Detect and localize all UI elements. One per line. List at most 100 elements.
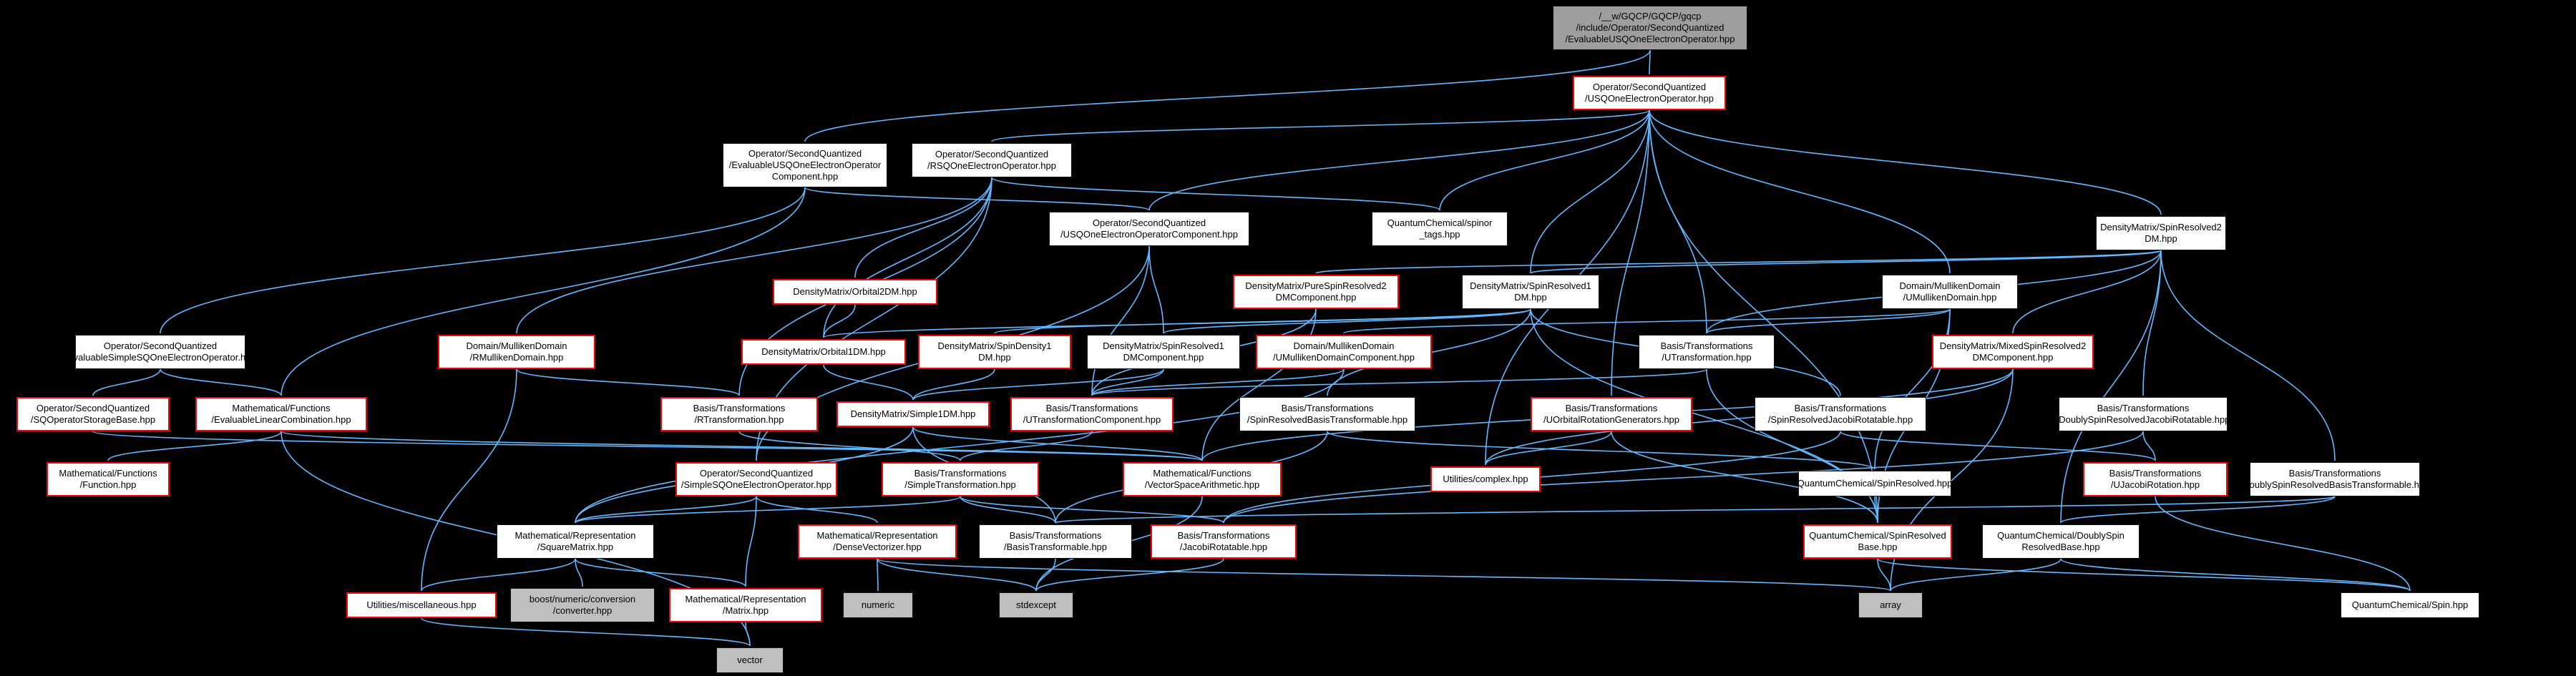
graph-node-orb1dm[interactable]: DensityMatrix/Orbital1DM.hpp [741, 339, 906, 365]
graph-node-simplesq[interactable]: Operator/SecondQuantized/SimpleSQOneElec… [675, 462, 837, 496]
graph-node-uorg[interactable]: Basis/Transformations/UOrbitalRotationGe… [1531, 397, 1692, 431]
graph-node-label: boost/numeric/conversion [529, 594, 636, 604]
graph-node-func[interactable]: Mathematical/Functions/Function.hpp [47, 462, 170, 496]
graph-node-label: /UMullikenDomain.hpp [1903, 292, 1997, 303]
graph-node-rtrans[interactable]: Basis/Transformations/RTransformation.hp… [660, 397, 818, 431]
graph-node-rmd[interactable]: Domain/MullikenDomain/RMullikenDomain.hp… [438, 335, 595, 369]
graph-node-sqm[interactable]: Mathematical/Representation/SquareMatrix… [497, 524, 654, 559]
graph-node-label: Basis/Transformations [1009, 530, 1102, 541]
graph-node-rsq[interactable]: Operator/SecondQuantized/RSQOneElectronO… [912, 143, 1072, 177]
graph-node-simpletr[interactable]: Basis/Transformations/SimpleTransformati… [882, 462, 1039, 496]
include-edge-usq-to-spinor_tags [1439, 109, 1650, 211]
graph-node-srbt[interactable]: Basis/Transformations/SpinResolvedBasisT… [1239, 397, 1415, 431]
include-edge-srq-to-srb [1874, 496, 1878, 524]
graph-node-label: Mathematical/Representation [816, 530, 938, 541]
graph-node-label: DensityMatrix/Simple1DM.hpp [850, 408, 976, 419]
include-edge-uorg-to-cplx [1485, 431, 1612, 466]
graph-node-label: /USQOneElectronOperatorComponent.hpp [1060, 229, 1238, 240]
graph-node-utransc[interactable]: Basis/Transformations/UTransformationCom… [1010, 397, 1174, 431]
graph-node-label: Operator/SecondQuantized [935, 149, 1049, 160]
include-edge-dsrbt-to-bt [1055, 496, 2336, 524]
include-edge-umd-to-umdc [1343, 308, 1951, 334]
include-edge-usq_comp-to-utransc [1091, 245, 1150, 396]
graph-node-spinor_tags[interactable]: QuantumChemical/spinor_tags.hpp [1372, 212, 1508, 246]
graph-node-cplx[interactable]: Utilities/complex.hpp [1430, 466, 1541, 492]
graph-node-sqsb[interactable]: Operator/SecondQuantized/SQOperatorStora… [16, 397, 170, 431]
graph-node-simple1dm[interactable]: DensityMatrix/Simple1DM.hpp [836, 401, 990, 427]
graph-node-label: DensityMatrix/PureSpinResolved2 [1245, 280, 1387, 291]
graph-node-umdc[interactable]: Domain/MullikenDomain/UMullikenDomainCom… [1256, 335, 1432, 369]
include-edge-utransc-to-simpletr [960, 431, 1093, 461]
graph-node-dsrjr[interactable]: Basis/Transformations/DoublySpinResolved… [2057, 397, 2230, 431]
graph-node-label: /SimpleSQOneElectronOperator.hpp [680, 479, 832, 490]
graph-node-bt[interactable]: Basis/Transformations/BasisTransformable… [979, 524, 1132, 559]
include-edge-simplesq-to-matrix [745, 496, 757, 587]
graph-node-vector[interactable]: vector [716, 647, 784, 673]
graph-node-root[interactable]: /__w/GQCP/GQCP/gqcp/include/Operator/Sec… [1553, 6, 1747, 50]
graph-node-dsrbt[interactable]: Basis/Transformations/DoublySpinResolved… [2240, 462, 2429, 496]
graph-node-dv[interactable]: Mathematical/Representation/DenseVectori… [798, 524, 957, 559]
graph-node-srq[interactable]: QuantumChemical/SpinResolved.hpp [1797, 471, 1952, 496]
graph-node-utrans[interactable]: Basis/Transformations/UTransformation.hp… [1639, 335, 1775, 369]
graph-node-label: /BasisTransformable.hpp [1003, 542, 1108, 552]
include-edge-srb-to-spin [1877, 558, 2411, 592]
include-edge-sr1dm-to-sr1dmc [1163, 308, 1531, 334]
graph-node-label: DensityMatrix/SpinResolved2 [2100, 222, 2222, 232]
include-edge-usq-to-sr2dm [1649, 109, 2162, 215]
graph-node-eval_simple[interactable]: Operator/SecondQuantized/EvaluableSimple… [64, 335, 256, 369]
include-edge-rsq-to-orb1dm [823, 177, 992, 338]
graph-node-label: /DoublySpinResolvedBasisTransformable.hp… [2240, 479, 2430, 490]
graph-node-label: Operator/SecondQuantized [699, 468, 814, 479]
graph-node-label: /UJacobiRotation.hpp [2110, 479, 2200, 490]
include-edge-sqm-to-boost [575, 558, 583, 587]
include-edge-spind1dm-to-simple1dm [912, 368, 995, 401]
graph-node-usq[interactable]: Operator/SecondQuantized/USQOneElectronO… [1573, 76, 1726, 110]
graph-node-label: /include/Operator/SecondQuantized [1576, 22, 1724, 33]
graph-node-eval_usq_comp[interactable]: Operator/SecondQuantized/EvaluableUSQOne… [723, 143, 887, 187]
graph-node-usq_comp[interactable]: Operator/SecondQuantized/USQOneElectronO… [1049, 212, 1249, 246]
graph-node-label: DensityMatrix/Orbital2DM.hpp [793, 286, 917, 297]
graph-node-label: Component.hpp [771, 171, 839, 182]
graph-node-boost[interactable]: boost/numeric/conversion/converter.hpp [510, 588, 655, 622]
graph-node-label: DMComponent.hpp [1972, 352, 2054, 363]
graph-node-label: ResolvedBase.hpp [2021, 542, 2100, 552]
include-edge-sr2dm-to-dsrb [2060, 250, 2162, 524]
graph-node-label: stdexcept [1016, 599, 1056, 610]
graph-node-matrix[interactable]: Mathematical/Representation/Matrix.hpp [669, 588, 822, 622]
graph-node-spin[interactable]: QuantumChemical/Spin.hpp [2341, 592, 2479, 618]
include-edge-srb-to-array [1877, 558, 1891, 592]
graph-node-label: /Function.hpp [79, 479, 137, 490]
graph-node-orbital2dm[interactable]: DensityMatrix/Orbital2DM.hpp [773, 279, 937, 305]
graph-node-ujr[interactable]: Basis/Transformations/UJacobiRotation.hp… [2083, 462, 2228, 496]
graph-node-label: QuantumChemical/Spin.hpp [2351, 599, 2469, 610]
graph-node-label: Domain/MullikenDomain [1899, 280, 2001, 291]
include-edge-umd-to-srq [1874, 308, 1951, 470]
graph-node-label: /USQOneElectronOperator.hpp [1585, 93, 1714, 104]
graph-node-label: /JacobiRotatable.hpp [1179, 542, 1268, 552]
include-edge-usq-to-uorg [1611, 109, 1650, 396]
graph-node-evallc[interactable]: Mathematical/Functions/EvaluableLinearCo… [195, 397, 367, 431]
graph-node-vsa[interactable]: Mathematical/Functions/VectorSpaceArithm… [1123, 462, 1282, 496]
include-edge-simplesq-to-sqm [575, 496, 757, 524]
graph-node-array[interactable]: array [1858, 592, 1923, 618]
include-edge-sr2dm-to-pure2dm [1315, 250, 2162, 274]
graph-node-jr[interactable]: Basis/Transformations/JacobiRotatable.hp… [1151, 524, 1297, 559]
include-edge-orb1dm-to-simple1dm [823, 364, 914, 401]
include-edge-simplesq-to-dv [756, 496, 878, 524]
graph-node-label: vector [737, 655, 763, 665]
graph-node-misc[interactable]: Utilities/miscellaneous.hpp [346, 592, 497, 618]
graph-node-numeric[interactable]: numeric [843, 592, 913, 618]
graph-node-umd[interactable]: Domain/MullikenDomain/UMullikenDomain.hp… [1882, 275, 2018, 309]
graph-node-stdexcept[interactable]: stdexcept [999, 592, 1073, 618]
graph-node-srjr[interactable]: Basis/Transformations/SpinResolvedJacobi… [1755, 397, 1926, 431]
include-edge-sqm-to-matrix [575, 558, 746, 587]
